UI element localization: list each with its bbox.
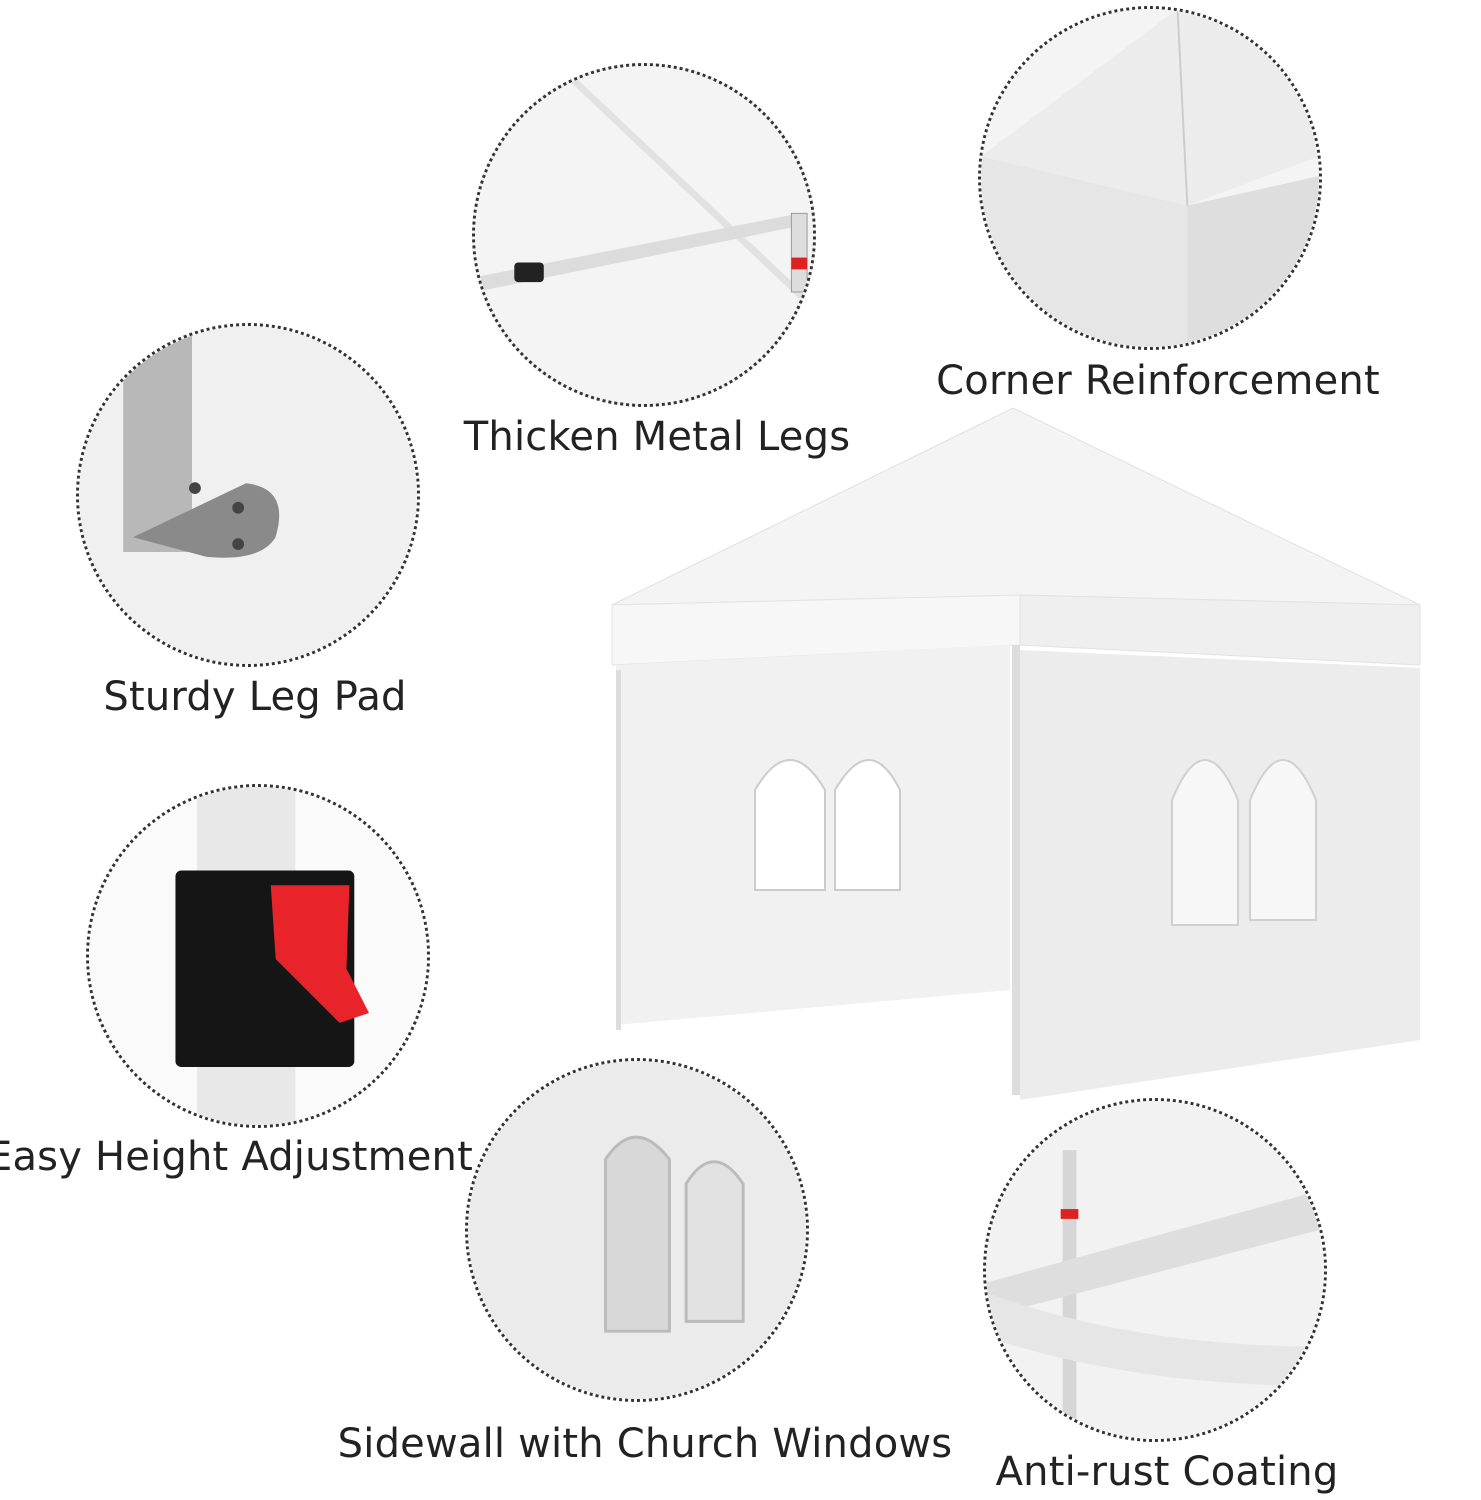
feature-label-legpad: Sturdy Leg Pad — [103, 674, 407, 720]
church-window-detail-icon — [465, 1058, 809, 1402]
metal-legs-detail-icon — [472, 63, 816, 407]
feature-label-legs: Thicken Metal Legs — [463, 414, 851, 460]
corner-reinforcement-detail-icon — [978, 6, 1322, 350]
leg-pad-detail-icon — [76, 323, 420, 667]
feature-label-corner: Corner Reinforcement — [936, 358, 1380, 404]
feature-label-coating: Anti-rust Coating — [995, 1449, 1339, 1495]
anti-rust-frame-detail-icon — [983, 1098, 1327, 1442]
height-adjustment-detail-icon — [86, 784, 430, 1128]
feature-label-sidewall: Sidewall with Church Windows — [337, 1421, 953, 1467]
feature-label-height: Easy Height Adjustment — [0, 1134, 474, 1180]
canopy-tent-illustration — [611, 407, 1421, 1100]
